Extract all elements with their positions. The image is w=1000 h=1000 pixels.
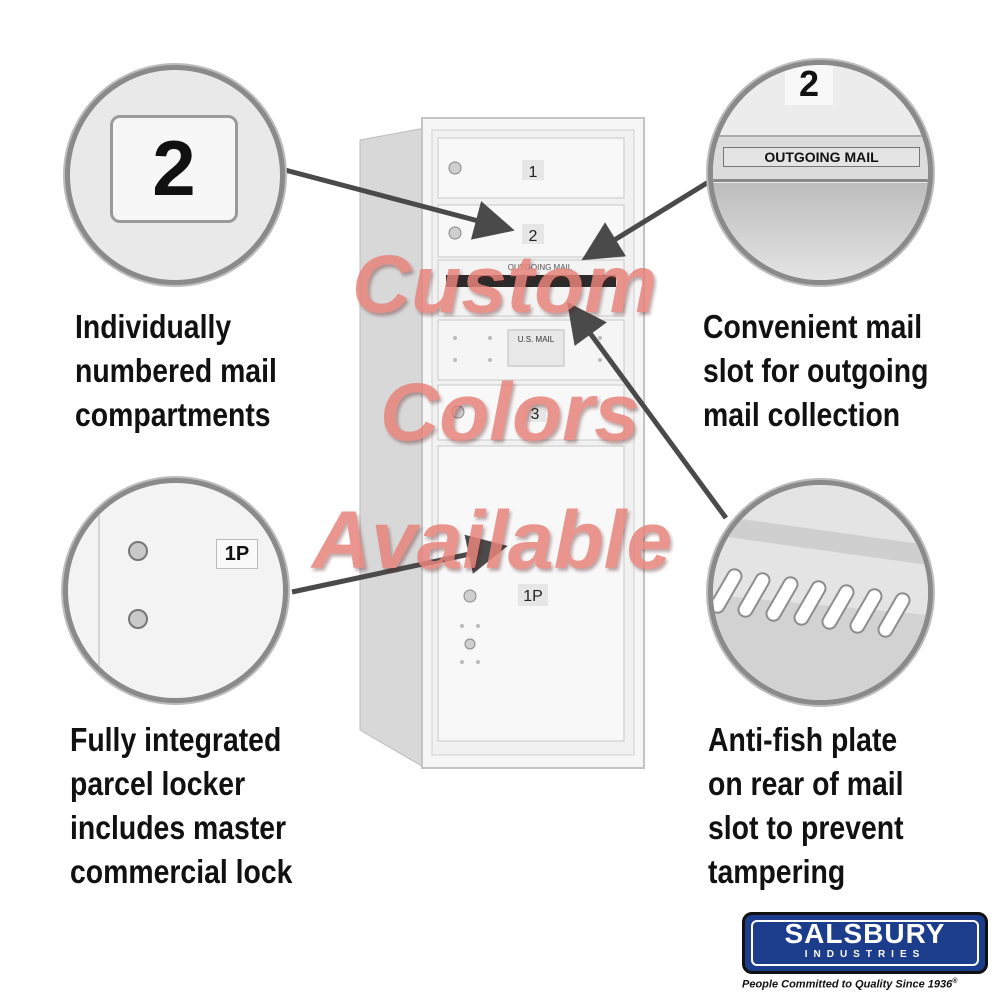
door-number-1p: 1P — [523, 588, 543, 605]
logo-border — [751, 920, 979, 966]
arrow-parcel — [291, 534, 508, 595]
feature-antifish-text: Anti-fish plate on rear of mail slot to … — [708, 721, 904, 890]
watermark-line-1: Custom — [352, 239, 658, 330]
master-lock-icon — [464, 638, 476, 650]
antifish-plate-zoom — [713, 485, 928, 700]
feature-parcel-text: Fully integrated parcel locker includes … — [70, 721, 293, 890]
master-lock-icon — [128, 609, 148, 629]
door-number-plate — [522, 224, 544, 244]
feature-numbered-text: Individually numbered mail compartments — [75, 308, 277, 433]
outgoing-slot-shadow — [713, 183, 928, 280]
number-plate-zoom: 2 — [110, 115, 238, 223]
logo-tagline: People Committed to Quality Since 1936® — [742, 978, 958, 991]
lock-icon — [448, 226, 462, 240]
lock-icon — [448, 161, 462, 175]
feature-outgoing-text: Convenient mail slot for outgoing mail c… — [703, 308, 929, 433]
door-number-3: 3 — [531, 406, 540, 423]
watermark-line-2: Colors — [380, 367, 640, 458]
lock-icon — [451, 405, 465, 419]
outgoing-number-plate: 2 — [785, 65, 833, 105]
logo-name: SALSBURY — [784, 918, 946, 949]
callout-number-zoom: 2 — [65, 65, 285, 285]
arrow-antifish — [567, 301, 729, 520]
registered-mark: ® — [952, 978, 958, 985]
logo-subtitle: INDUSTRIES — [804, 949, 926, 960]
salsbury-logo: SALSBURY INDUSTRIES — [742, 912, 988, 974]
arrow-outgoing — [581, 175, 717, 261]
usmail-label: U.S. MAIL — [518, 335, 555, 344]
callout-outgoing-zoom: 2 OUTGOING MAIL — [708, 60, 933, 285]
parcel-door-edge — [98, 483, 100, 698]
door-number-plate — [524, 402, 546, 422]
watermark-line-3: Available — [312, 495, 673, 586]
callout-parcel-zoom: 1P — [63, 478, 288, 703]
outgoing-number-digit: 2 — [798, 63, 820, 104]
outgoing-mail-slot — [446, 275, 616, 287]
outgoing-slot-lip: OUTGOING MAIL — [713, 135, 928, 182]
outgoing-slot-label: OUTGOING MAIL — [508, 263, 573, 272]
door-number-plate — [518, 584, 548, 606]
usmail-plate — [507, 329, 565, 367]
outgoing-mail-label-zoom: OUTGOING MAIL — [723, 147, 920, 167]
lock-icon — [128, 541, 148, 561]
door-number-1: 1 — [529, 164, 538, 181]
callout-antifish-zoom — [708, 480, 933, 705]
number-plate-digit: 2 — [152, 124, 196, 212]
door-number-plate — [522, 160, 544, 180]
parcel-label-zoom: 1P — [216, 539, 258, 569]
door-number-2: 2 — [529, 228, 538, 245]
lock-icon — [463, 589, 477, 603]
arrow-numbered — [284, 167, 515, 240]
